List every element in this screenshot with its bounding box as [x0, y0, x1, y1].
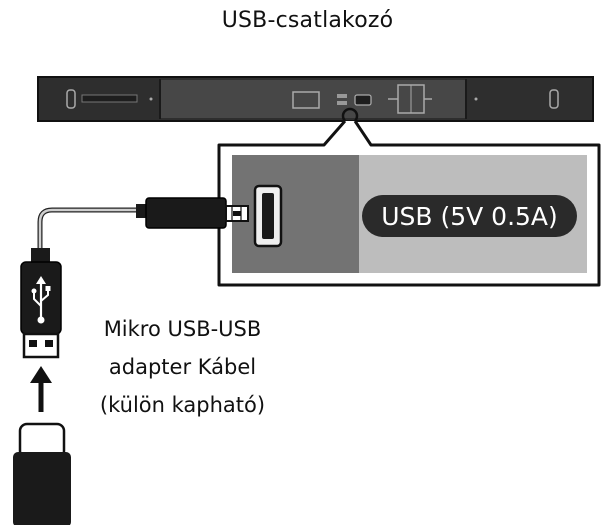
insert-direction-arrow-icon	[30, 366, 52, 412]
diagram-title: USB-csatlakozó	[221, 8, 394, 33]
soundbar-rear	[37, 76, 594, 122]
micro-usb-port	[253, 184, 283, 248]
adapter-cable	[37, 197, 249, 250]
cable-caption-line3: (külön kapható)	[99, 393, 266, 417]
usb-a-plug	[20, 248, 62, 359]
cable-caption-line1: Mikro USB-USB	[103, 317, 262, 341]
port-label-pill: USB (5V 0.5A)	[362, 195, 577, 237]
usb-device-connector	[13, 422, 71, 525]
cable-caption: Mikro USB-USB adapter Kábel (külön kapha…	[70, 310, 295, 424]
cable-caption-line2: adapter Kábel	[108, 355, 257, 379]
usb-trident-icon	[31, 276, 51, 324]
port-label-text: USB (5V 0.5A)	[381, 202, 558, 231]
